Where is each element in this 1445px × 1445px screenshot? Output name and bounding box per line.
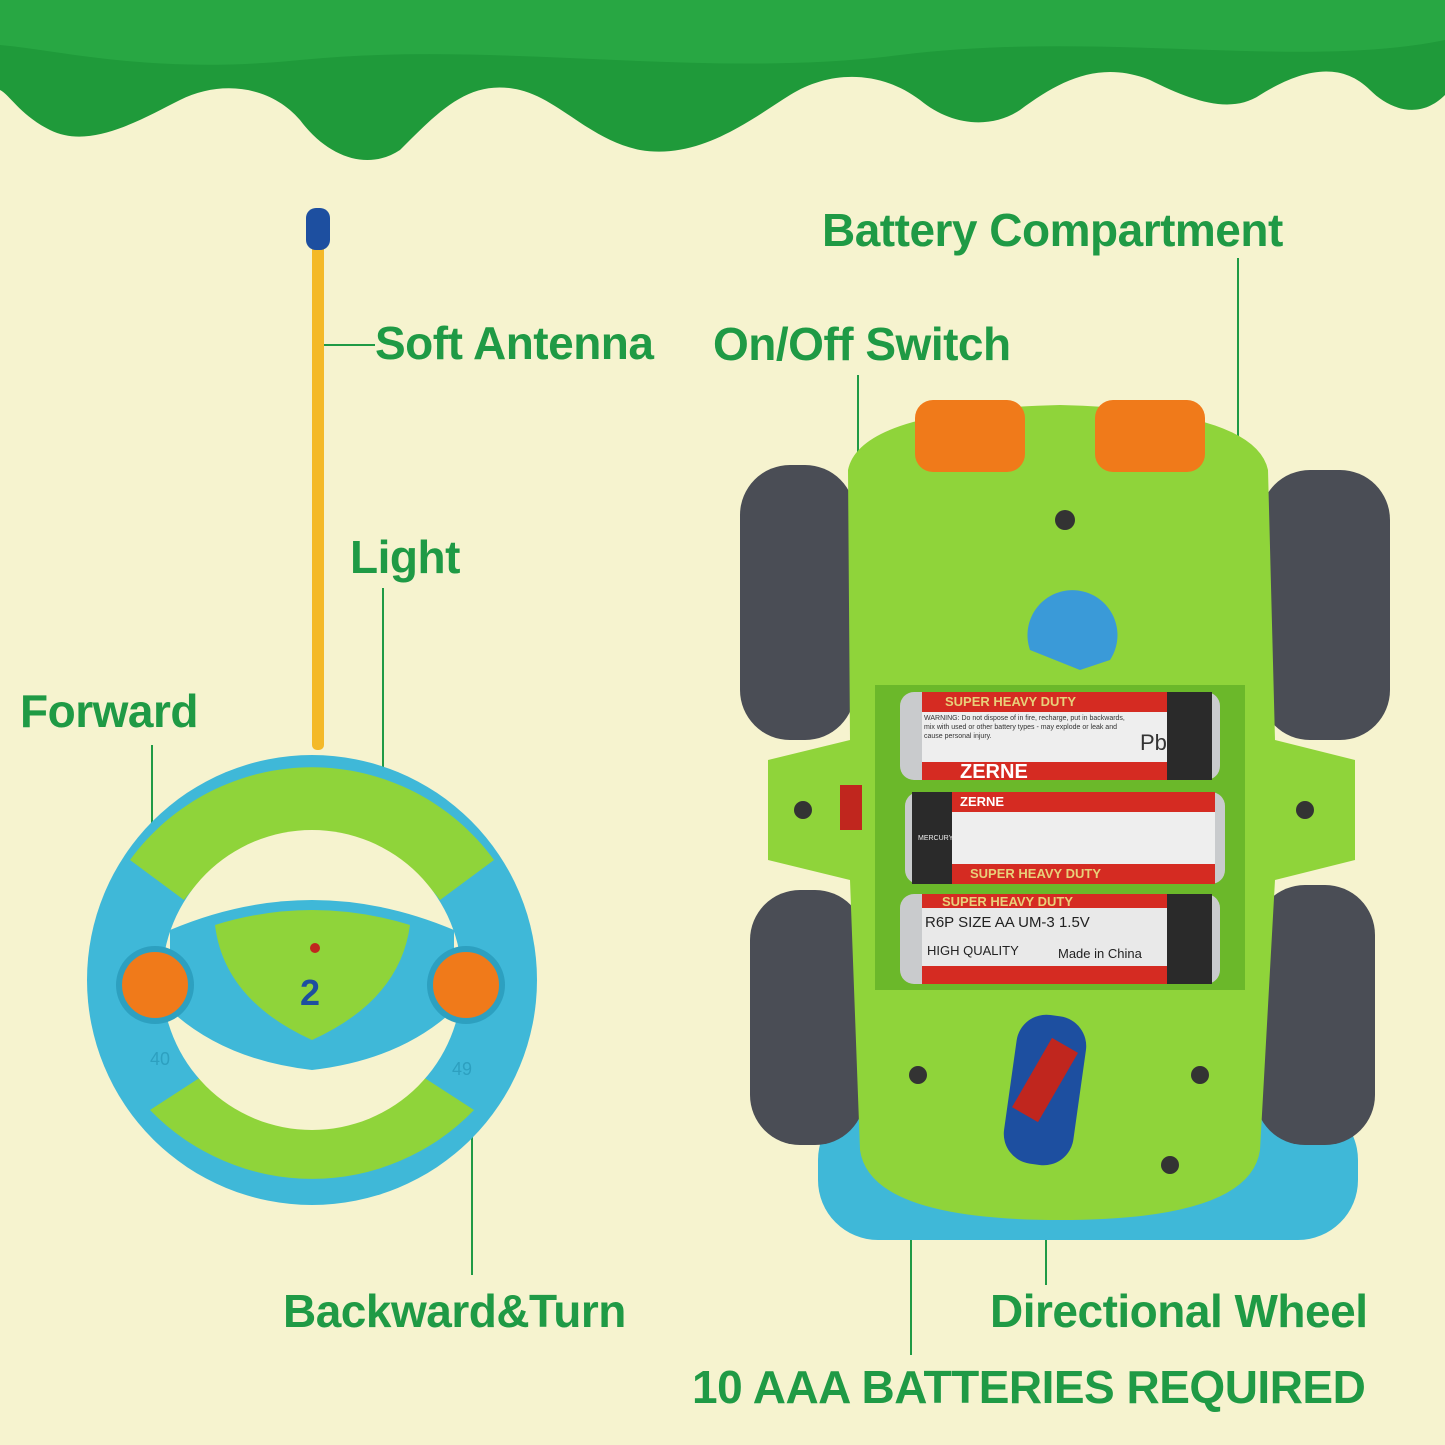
antenna <box>312 240 324 750</box>
svg-text:SUPER HEAVY DUTY: SUPER HEAVY DUTY <box>970 866 1101 881</box>
label-soft-antenna: Soft Antenna <box>375 317 654 369</box>
svg-text:ZERNE: ZERNE <box>960 794 1004 809</box>
svg-text:HIGH QUALITY: HIGH QUALITY <box>927 943 1019 958</box>
backward-turn-button <box>427 946 505 1024</box>
label-forward: Forward <box>20 685 198 737</box>
headlight-left <box>915 400 1025 472</box>
battery: ZERNE SUPER HEAVY DUTY MERCURY ADDED <box>905 792 1225 884</box>
headlight-right <box>1095 400 1205 472</box>
svg-text:ZERNE: ZERNE <box>960 761 1028 783</box>
remote-control: 2 40 49 <box>87 208 537 1205</box>
on-off-switch <box>840 785 862 830</box>
label-light: Light <box>350 531 460 583</box>
remote-number-right: 49 <box>452 1059 472 1079</box>
remote-number-left: 40 <box>150 1049 170 1069</box>
label-battery-compartment: Battery Compartment <box>822 204 1283 256</box>
svg-text:R6P SIZE AA UM-3 1.5V: R6P SIZE AA UM-3 1.5V <box>925 914 1090 931</box>
svg-text:MERCURY ADDED: MERCURY ADDED <box>918 835 979 842</box>
label-batteries-required: 10 AAA BATTERIES REQUIRED <box>692 1361 1366 1413</box>
screw-cover <box>1027 590 1118 670</box>
battery: SUPER HEAVY DUTY R6P SIZE AA UM-3 1.5V H… <box>900 894 1220 984</box>
remote-badge: 2 <box>300 972 320 1013</box>
svg-text:SUPER HEAVY DUTY: SUPER HEAVY DUTY <box>945 694 1076 709</box>
forward-button <box>116 946 194 1024</box>
svg-text:SUPER HEAVY DUTY: SUPER HEAVY DUTY <box>942 894 1073 909</box>
svg-text:Pb: Pb <box>1140 730 1167 755</box>
light-indicator <box>310 943 320 953</box>
battery-warning-text: WARNING: Do not dispose of in fire, rech… <box>924 715 1125 740</box>
svg-text:Made in China: Made in China <box>1058 946 1143 961</box>
label-on-off-switch: On/Off Switch <box>713 318 1011 370</box>
battery: SUPER HEAVY DUTY Pb ZERNE <box>900 692 1220 783</box>
label-backward-turn: Backward&Turn <box>283 1285 626 1337</box>
label-directional-wheel: Directional Wheel <box>990 1285 1368 1337</box>
antenna-tip <box>306 208 330 250</box>
rc-car-underside: SUPER HEAVY DUTY Pb ZERNE ZERNE SUPER HE… <box>740 400 1390 1240</box>
